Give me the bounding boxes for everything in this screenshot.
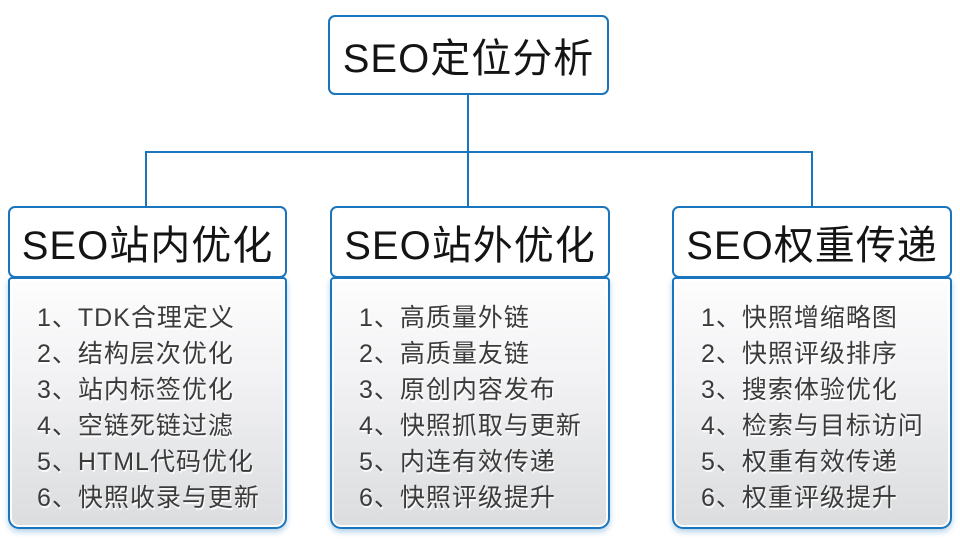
branch-list-offsite: 1、高质量外链 2、高质量友链 3、原创内容发布 4、快照抓取与更新 5、内连有… (330, 277, 610, 529)
list-item: 3、搜索体验优化 (701, 376, 898, 404)
connector-rail (145, 151, 813, 153)
list-item: 1、高质量外链 (359, 304, 530, 332)
list-item: 2、高质量友链 (359, 340, 530, 368)
root-node-title: SEO定位分析 (342, 37, 595, 81)
list-item: 5、HTML代码优化 (37, 448, 254, 476)
connector-branch-left-stem (145, 151, 147, 207)
branch-node-offsite-title: SEO站外优化 (344, 224, 596, 268)
branch-list-weight: 1、快照增缩略图 2、快照评级排序 3、搜索体验优化 4、检索与目标访问 5、权… (672, 277, 952, 529)
list-item: 5、内连有效传递 (359, 448, 556, 476)
list-item: 6、权重评级提升 (701, 484, 898, 512)
list-item: 1、快照增缩略图 (701, 304, 898, 332)
connector-branch-right-stem (811, 151, 813, 207)
branch-node-weight: SEO权重传递 (672, 206, 952, 278)
list-item: 3、原创内容发布 (359, 376, 556, 404)
branch-node-onsite: SEO站内优化 (8, 206, 287, 278)
list-item: 1、TDK合理定义 (37, 304, 235, 332)
list-item: 4、检索与目标访问 (701, 412, 924, 440)
root-node: SEO定位分析 (328, 15, 609, 95)
branch-node-offsite: SEO站外优化 (330, 206, 610, 278)
list-item: 5、权重有效传递 (701, 448, 898, 476)
list-item: 6、快照评级提升 (359, 484, 556, 512)
list-item: 4、空链死链过滤 (37, 412, 234, 440)
list-item: 2、结构层次优化 (37, 340, 234, 368)
list-item: 3、站内标签优化 (37, 376, 234, 404)
branch-list-onsite: 1、TDK合理定义 2、结构层次优化 3、站内标签优化 4、空链死链过滤 5、H… (8, 277, 287, 529)
list-item: 6、快照收录与更新 (37, 484, 260, 512)
branch-node-onsite-title: SEO站内优化 (21, 224, 274, 268)
list-item: 4、快照抓取与更新 (359, 412, 582, 440)
branch-node-weight-title: SEO权重传递 (686, 224, 938, 268)
connector-root-stem (467, 94, 469, 207)
list-item: 2、快照评级排序 (701, 340, 898, 368)
